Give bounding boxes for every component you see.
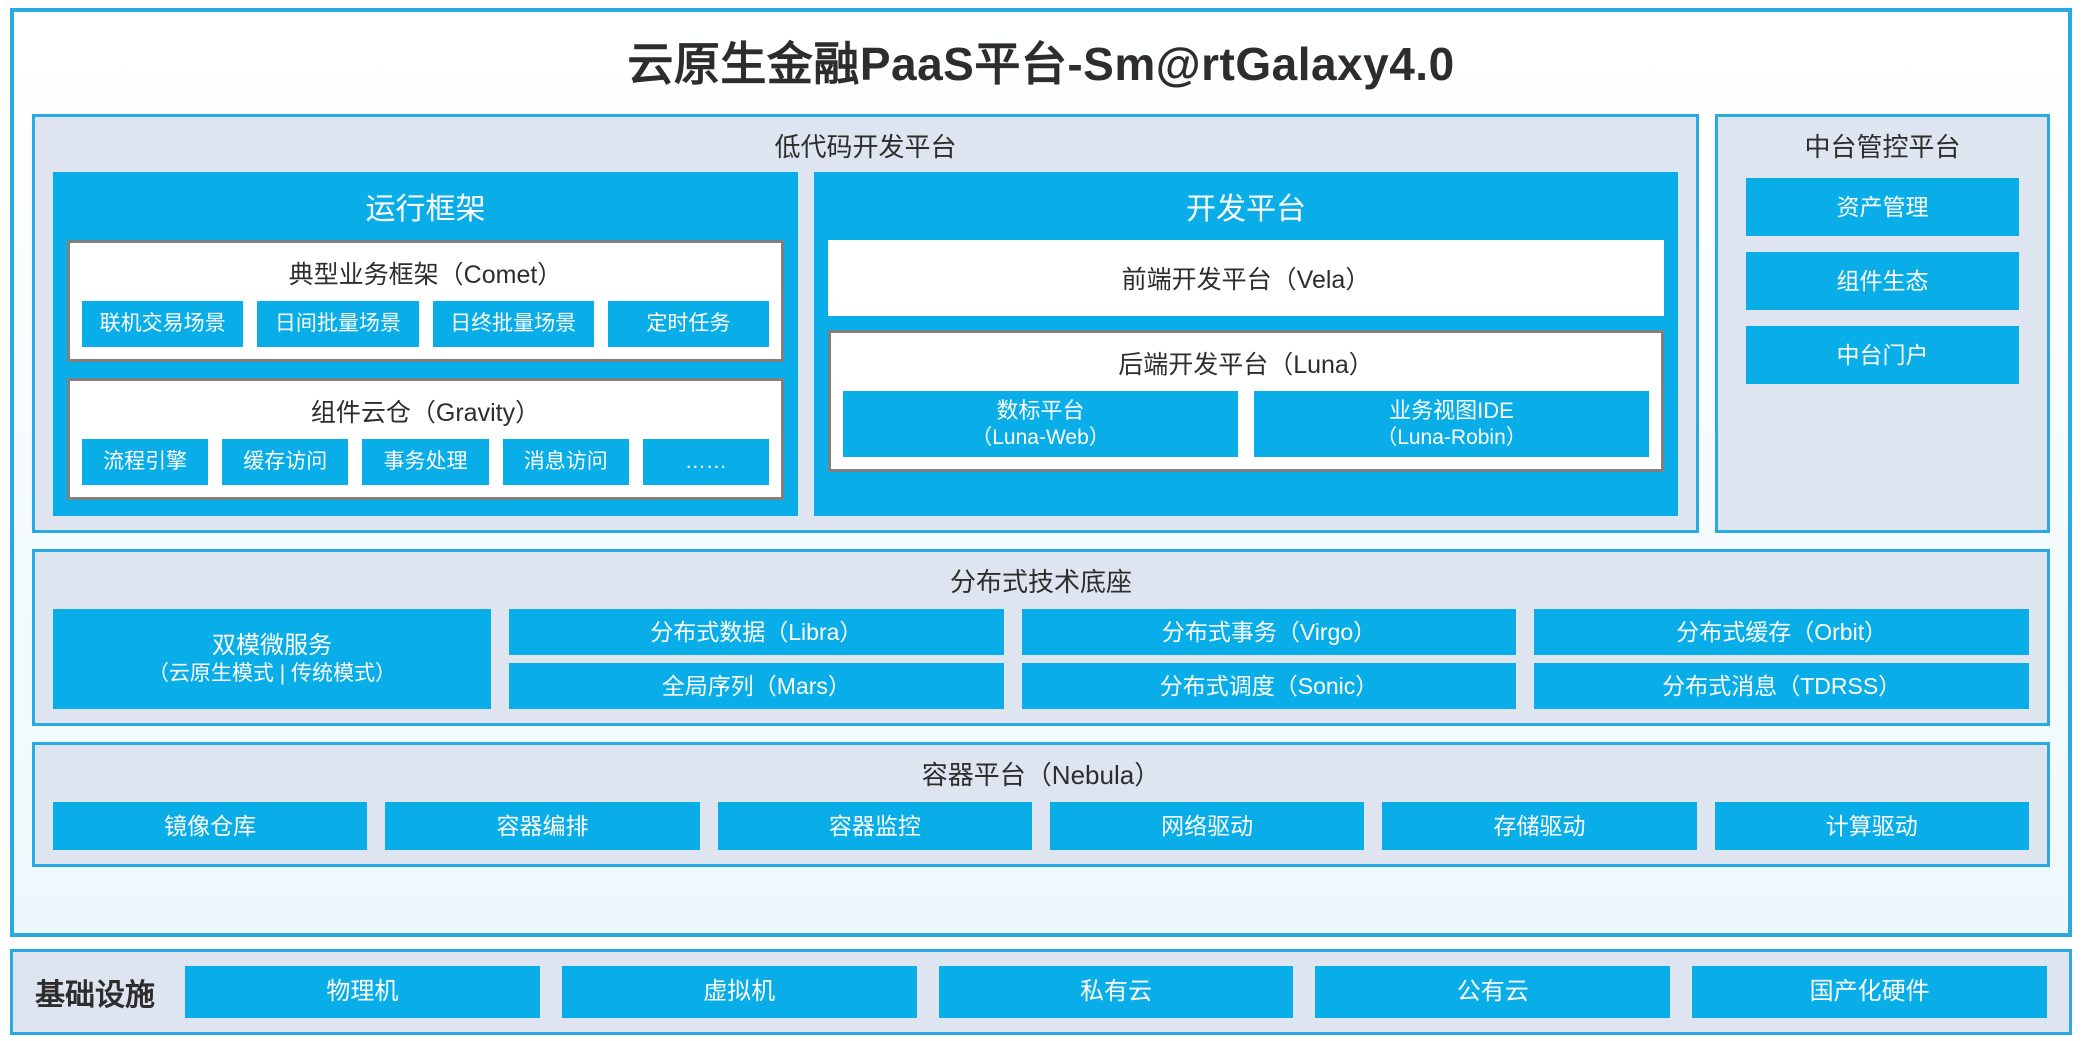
luna-title: 后端开发平台（Luna） <box>1118 351 1374 379</box>
container-item-orchestration[interactable]: 容器编排 <box>385 802 700 850</box>
dist-item-tdrss[interactable]: 分布式消息（TDRSS） <box>1534 663 2030 709</box>
luna-backend-card: 后端开发平台（Luna） 数标平台 （Luna-Web） 业务视图IDE （Lu… <box>828 330 1664 472</box>
infrastructure-panel: 基础设施 物理机 虚拟机 私有云 公有云 国产化硬件 <box>10 949 2072 1035</box>
development-platform-box: 开发平台 前端开发平台（Vela） 后端开发平台（Luna） 数标平台 （Lun… <box>814 172 1678 516</box>
dist-item-mars[interactable]: 全局序列（Mars） <box>509 663 1004 709</box>
control-platform-title: 中台管控平台 <box>1804 132 1961 162</box>
distributed-base-body: 双模微服务 （云原生模式 | 传统模式） 分布式数据（Libra） 全局序列（M… <box>35 607 2047 709</box>
gravity-items: 流程引擎 缓存访问 事务处理 消息访问 …… <box>82 439 770 485</box>
gravity-title: 组件云仓（Gravity） <box>310 399 541 427</box>
control-platform-panel: 中台管控平台 资产管理 组件生态 中台门户 <box>1715 114 2050 533</box>
infra-item-domestic-hardware[interactable]: 国产化硬件 <box>1692 966 2047 1018</box>
luna-item-luna-web[interactable]: 数标平台 （Luna-Web） <box>843 391 1238 457</box>
comet-card: 典型业务框架（Comet） 联机交易场景 日间批量场景 日终批量场景 定时任务 <box>67 240 784 362</box>
gravity-item-cache-access[interactable]: 缓存访问 <box>222 439 349 485</box>
container-item-storage-driver[interactable]: 存储驱动 <box>1382 802 1697 850</box>
comet-title: 典型业务框架（Comet） <box>288 261 563 289</box>
comet-item-scheduled-task[interactable]: 定时任务 <box>607 301 769 347</box>
distributed-base-panel: 分布式技术底座 双模微服务 （云原生模式 | 传统模式） 分布式数据（Libra… <box>32 549 2050 726</box>
dist-item-dual-mode-microservice[interactable]: 双模微服务 （云原生模式 | 传统模式） <box>53 609 491 709</box>
container-item-image-repository[interactable]: 镜像仓库 <box>53 802 368 850</box>
container-item-compute-driver[interactable]: 计算驱动 <box>1714 802 2029 850</box>
control-item-component-ecosystem[interactable]: 组件生态 <box>1746 252 2019 310</box>
gravity-card: 组件云仓（Gravity） 流程引擎 缓存访问 事务处理 消息访问 …… <box>67 378 784 500</box>
platform-frame: 云原生金融PaaS平台-Sm@rtGalaxy4.0 低代码开发平台 运行框架 … <box>10 8 2072 937</box>
luna-items: 数标平台 （Luna-Web） 业务视图IDE （Luna-Robin） <box>843 391 1649 457</box>
dist-item-virgo[interactable]: 分布式事务（Virgo） <box>1021 609 1517 655</box>
comet-item-eod-batch[interactable]: 日终批量场景 <box>432 301 594 347</box>
top-row: 低代码开发平台 运行框架 典型业务框架（Comet） 联机交易场景 日间批量场景 <box>32 114 2050 533</box>
infra-item-physical-machine[interactable]: 物理机 <box>185 966 540 1018</box>
infrastructure-label: 基础设施 <box>35 979 155 1012</box>
control-item-asset-management[interactable]: 资产管理 <box>1746 178 2019 236</box>
container-item-network-driver[interactable]: 网络驱动 <box>1049 802 1365 850</box>
luna-robin-sub: （Luna-Robin） <box>1376 425 1527 449</box>
dual-mode-name: 双模微服务 <box>212 631 332 659</box>
comet-item-intraday-batch[interactable]: 日间批量场景 <box>257 301 419 347</box>
luna-web-name: 数标平台 <box>996 398 1085 424</box>
luna-web-sub: （Luna-Web） <box>971 425 1110 449</box>
gravity-item-transaction-processing[interactable]: 事务处理 <box>362 439 489 485</box>
container-platform-items: 镜像仓库 容器编排 容器监控 网络驱动 存储驱动 计算驱动 <box>35 800 2047 850</box>
lowcode-columns: 运行框架 典型业务框架（Comet） 联机交易场景 日间批量场景 日终批量场景 … <box>35 172 1696 516</box>
gravity-item-message-access[interactable]: 消息访问 <box>502 439 629 485</box>
control-platform-items: 资产管理 组件生态 中台门户 <box>1718 172 2047 514</box>
dist-column-3: 分布式缓存（Orbit） 分布式消息（TDRSS） <box>1534 609 2030 709</box>
dist-main-wrapper: 双模微服务 （云原生模式 | 传统模式） <box>53 609 491 709</box>
runtime-framework-stack: 典型业务框架（Comet） 联机交易场景 日间批量场景 日终批量场景 定时任务 … <box>67 240 784 500</box>
dist-column-1: 分布式数据（Libra） 全局序列（Mars） <box>509 609 1004 709</box>
distributed-base-title: 分布式技术底座 <box>949 567 1132 597</box>
gravity-item-process-engine[interactable]: 流程引擎 <box>82 439 209 485</box>
control-item-portal[interactable]: 中台门户 <box>1746 326 2019 384</box>
dist-item-libra[interactable]: 分布式数据（Libra） <box>509 609 1004 655</box>
runtime-framework-title: 运行框架 <box>365 193 486 226</box>
luna-item-luna-robin[interactable]: 业务视图IDE （Luna-Robin） <box>1254 391 1649 457</box>
runtime-framework-box: 运行框架 典型业务框架（Comet） 联机交易场景 日间批量场景 日终批量场景 … <box>53 172 798 516</box>
container-item-monitoring[interactable]: 容器监控 <box>717 802 1032 850</box>
dist-column-2: 分布式事务（Virgo） 分布式调度（Sonic） <box>1021 609 1517 709</box>
page-title: 云原生金融PaaS平台-Sm@rtGalaxy4.0 <box>627 38 1455 90</box>
infrastructure-items: 物理机 虚拟机 私有云 公有云 国产化硬件 <box>185 966 2047 1018</box>
comet-items: 联机交易场景 日间批量场景 日终批量场景 定时任务 <box>82 301 769 347</box>
infra-item-private-cloud[interactable]: 私有云 <box>938 966 1294 1018</box>
dist-item-sonic[interactable]: 分布式调度（Sonic） <box>1021 663 1517 709</box>
dist-item-orbit[interactable]: 分布式缓存（Orbit） <box>1534 609 2030 655</box>
container-platform-panel: 容器平台（Nebula） 镜像仓库 容器编排 容器监控 网络驱动 存储驱动 计算… <box>32 742 2050 867</box>
container-platform-title: 容器平台（Nebula） <box>921 760 1161 790</box>
dual-mode-sub: （云原生模式 | 传统模式） <box>147 661 397 685</box>
infra-item-public-cloud[interactable]: 公有云 <box>1315 966 1671 1018</box>
infra-item-virtual-machine[interactable]: 虚拟机 <box>561 966 917 1018</box>
development-platform-title: 开发平台 <box>1186 193 1306 226</box>
lowcode-platform-panel: 低代码开发平台 运行框架 典型业务框架（Comet） 联机交易场景 日间批量场景 <box>32 114 1699 533</box>
comet-item-online-transaction[interactable]: 联机交易场景 <box>82 301 244 347</box>
luna-robin-name: 业务视图IDE <box>1389 398 1514 424</box>
vela-frontend-platform[interactable]: 前端开发平台（Vela） <box>828 240 1664 316</box>
gravity-item-more[interactable]: …… <box>642 439 770 485</box>
lowcode-platform-title: 低代码开发平台 <box>774 132 957 162</box>
